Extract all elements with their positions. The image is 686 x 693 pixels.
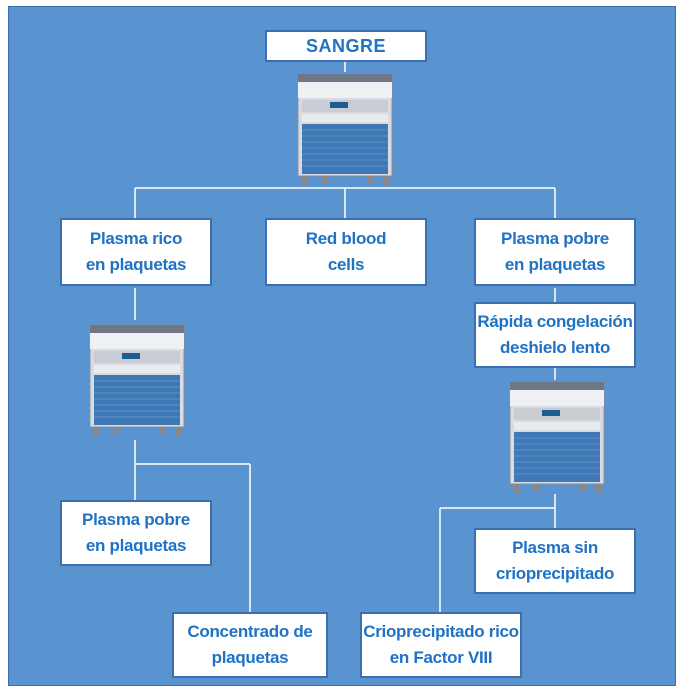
node-sangre: SANGRE — [265, 30, 427, 62]
node-red-blood-cells: Red blood cells — [265, 218, 427, 286]
node-rapida-congelacion: Rápida congelación deshielo lento — [474, 302, 636, 368]
node-plasma-pobre-left: Plasma pobre en plaquetas — [60, 500, 212, 566]
centrifuge-icon — [89, 324, 185, 436]
node-plasma-rico: Plasma rico en plaquetas — [60, 218, 212, 286]
node-concentrado-plaquetas: Concentrado de plaquetas — [172, 612, 328, 678]
node-plasma-pobre-right: Plasma pobre en plaquetas — [474, 218, 636, 286]
node-plasma-sin-crioprecipitado: Plasma sin crioprecipitado — [474, 528, 636, 594]
node-crioprecipitado-rico: Crioprecipitado rico en Factor VIII — [360, 612, 522, 678]
centrifuge-icon — [297, 73, 393, 185]
centrifuge-icon — [509, 381, 605, 493]
